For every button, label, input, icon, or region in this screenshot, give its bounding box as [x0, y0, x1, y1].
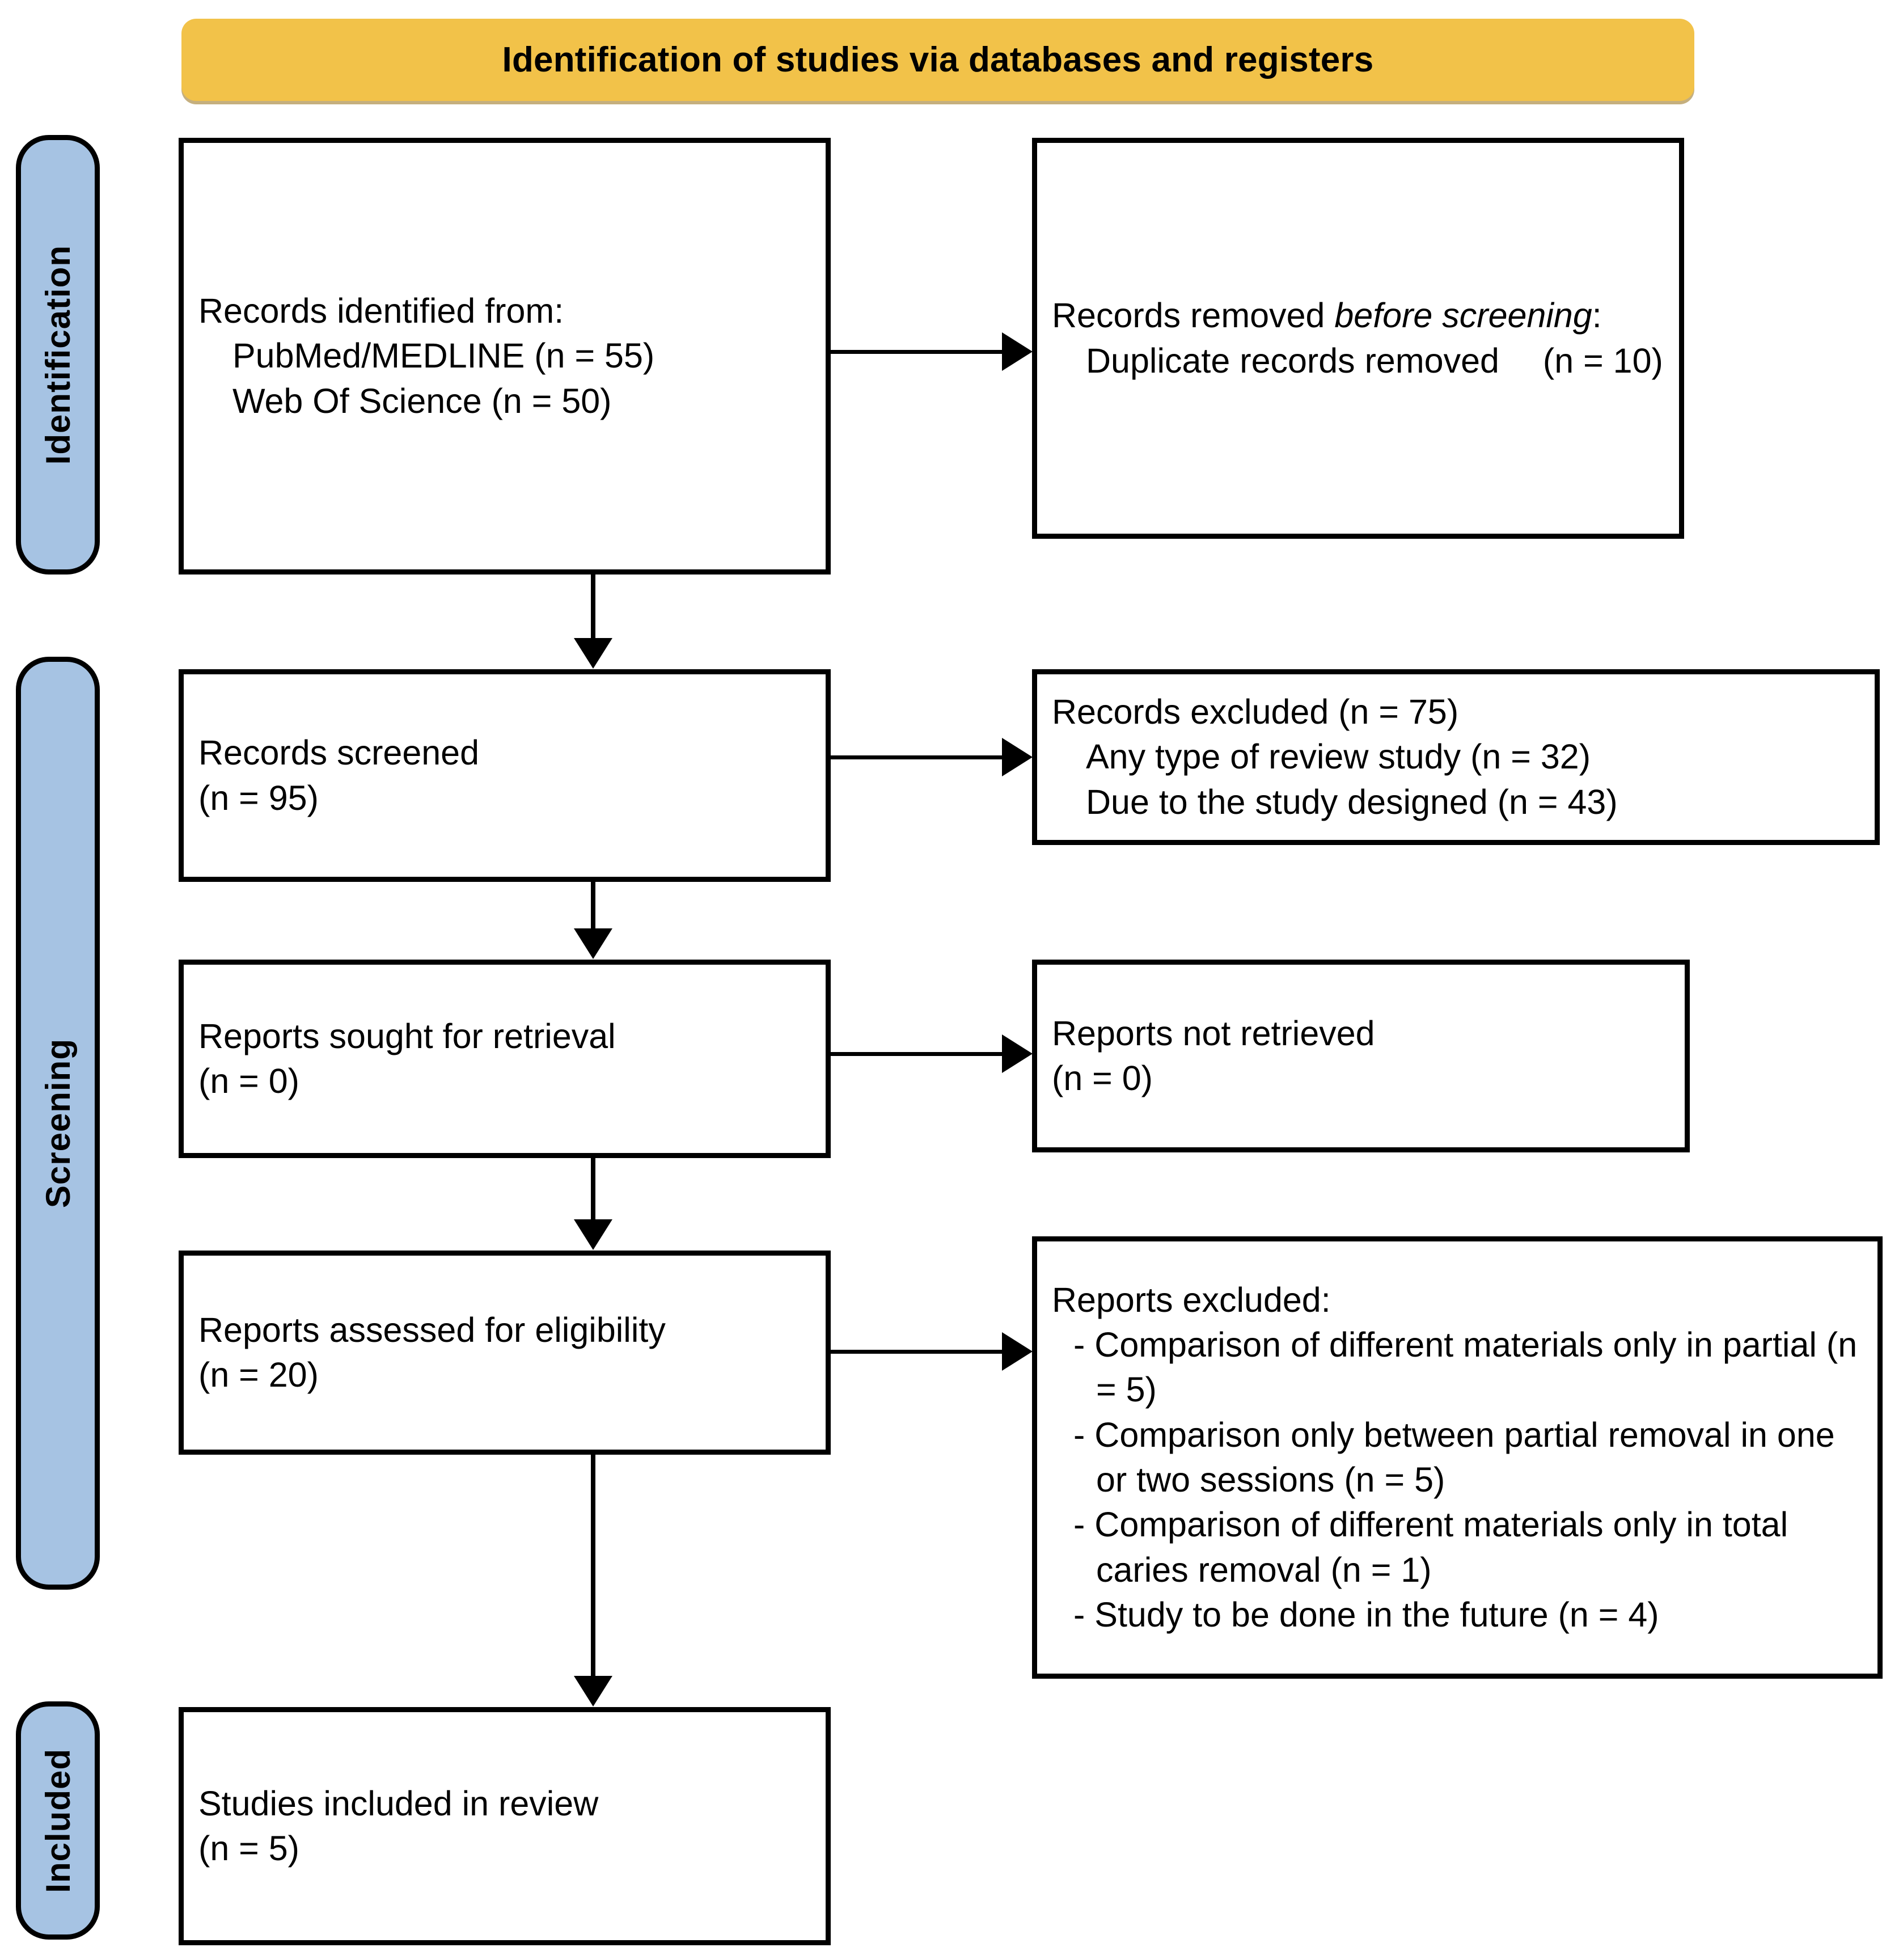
arrow-identified-to-screened-head [574, 638, 612, 669]
records-identified-line3: Web Of Science (n = 50) [232, 381, 612, 420]
studies-included-line2: (n = 5) [198, 1829, 299, 1868]
box-records-screened: Records screened (n = 95) [179, 669, 831, 882]
reports-excluded-line3: - Comparison only between partial remova… [1073, 1415, 1835, 1499]
diagram-title: Identification of studies via databases … [502, 40, 1374, 79]
records-removed-line1a: Records removed [1052, 296, 1335, 335]
arrow-screened-to-sought-line [591, 882, 595, 928]
arrow-sought-to-eligibility-head [574, 1219, 612, 1250]
arrow-screened-to-excluded-head [1002, 738, 1033, 776]
studies-included-line1: Studies included in review [198, 1784, 599, 1823]
reports-excluded-line5: - Study to be done in the future (n = 4) [1073, 1595, 1659, 1634]
records-excluded-line2: Any type of review study (n = 32) [1086, 737, 1591, 776]
arrow-eligibility-to-included-head [574, 1676, 612, 1706]
reports-eligibility-line2: (n = 20) [198, 1355, 319, 1394]
records-removed-line1b: before screening [1334, 296, 1592, 335]
reports-excluded-line2: - Comparison of different materials only… [1073, 1325, 1858, 1409]
box-reports-eligibility: Reports assessed for eligibility (n = 20… [179, 1251, 831, 1455]
reports-not-retrieved-line1: Reports not retrieved [1052, 1013, 1375, 1053]
phase-label-screening-text: Screening [39, 1038, 77, 1209]
arrow-identified-to-removed-head [1002, 332, 1033, 371]
records-identified-line1: Records identified from: [198, 292, 564, 331]
arrow-eligibility-to-repexcluded-line [831, 1350, 1002, 1354]
box-reports-sought: Reports sought for retrieval (n = 0) [179, 960, 831, 1158]
diagram-header-banner: Identification of studies via databases … [181, 19, 1694, 101]
phase-label-screening: Screening [16, 657, 100, 1590]
arrow-sought-to-eligibility-line [591, 1158, 595, 1219]
records-removed-line2: Duplicate records removed [1086, 341, 1499, 380]
reports-eligibility-line1: Reports assessed for eligibility [198, 1310, 666, 1349]
records-excluded-line1: Records excluded (n = 75) [1052, 692, 1459, 732]
records-removed-line3: (n = 10) [1542, 341, 1663, 380]
arrow-sought-to-notretrieved-line [831, 1052, 1002, 1056]
arrow-identified-to-removed-line [831, 350, 1002, 354]
box-records-removed: Records removed before screening: Duplic… [1032, 138, 1684, 539]
box-records-identified: Records identified from: PubMed/MEDLINE … [179, 138, 831, 575]
phase-label-identification: Identification [16, 135, 100, 575]
reports-sought-line1: Reports sought for retrieval [198, 1016, 616, 1055]
records-screened-line1: Records screened [198, 733, 480, 772]
arrow-screened-to-excluded-line [831, 755, 1002, 759]
records-screened-line2: (n = 95) [198, 778, 319, 817]
phase-label-identification-text: Identification [39, 244, 77, 465]
reports-sought-line2: (n = 0) [198, 1062, 299, 1100]
arrow-identified-to-screened-line [591, 575, 595, 638]
box-studies-included: Studies included in review (n = 5) [179, 1707, 831, 1945]
reports-excluded-line1: Reports excluded: [1052, 1280, 1331, 1319]
arrow-eligibility-to-included-line [591, 1455, 595, 1676]
reports-not-retrieved-line2: (n = 0) [1052, 1059, 1153, 1097]
box-records-excluded: Records excluded (n = 75) Any type of re… [1032, 669, 1880, 845]
phase-label-included-text: Included [39, 1748, 77, 1893]
box-reports-not-retrieved: Reports not retrieved (n = 0) [1032, 960, 1690, 1152]
arrow-eligibility-to-repexcluded-head [1002, 1332, 1033, 1371]
arrow-sought-to-notretrieved-head [1002, 1034, 1033, 1073]
records-identified-line2: PubMed/MEDLINE (n = 55) [232, 336, 655, 375]
reports-excluded-line4: - Comparison of different materials only… [1073, 1505, 1788, 1589]
phase-label-included: Included [16, 1701, 100, 1940]
box-reports-excluded: Reports excluded: - Comparison of differ… [1032, 1236, 1883, 1679]
records-excluded-line3: Due to the study designed (n = 43) [1086, 782, 1618, 821]
records-removed-line1c: : [1592, 296, 1602, 335]
arrow-screened-to-sought-head [574, 928, 612, 959]
